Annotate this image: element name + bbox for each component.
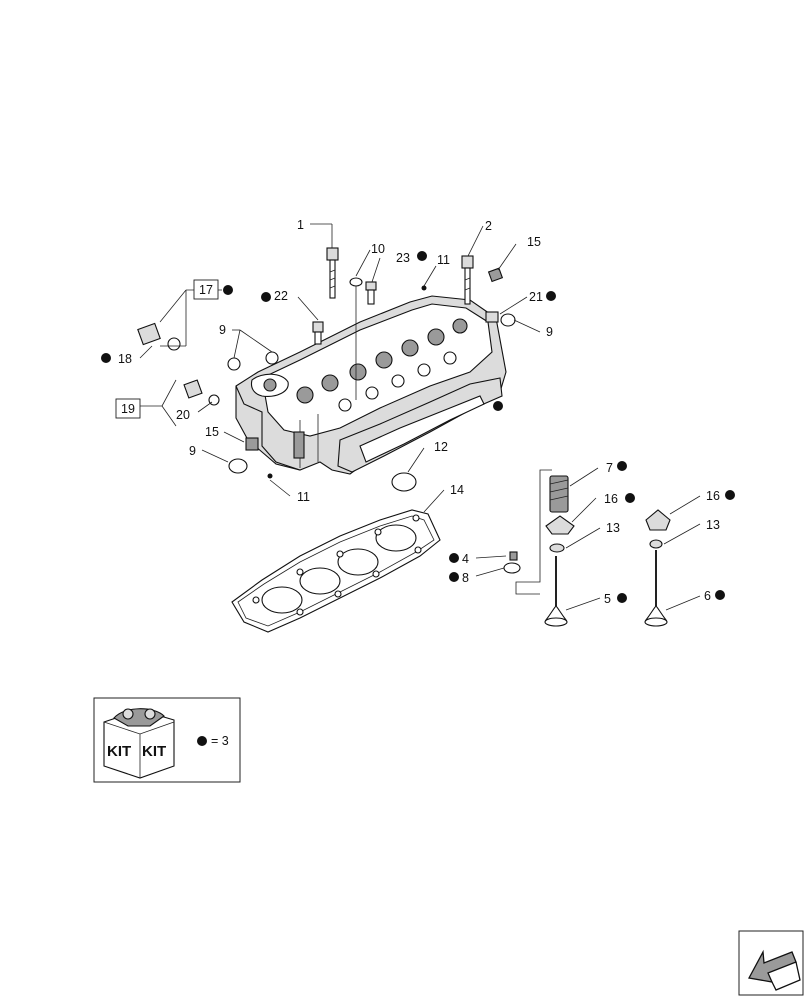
kit-marker-icon — [715, 590, 725, 600]
kit-marker-icon — [223, 285, 233, 295]
plug-9-bottom — [228, 458, 248, 474]
plug-9-left-a — [227, 357, 241, 371]
kit-marker-icon — [449, 572, 459, 582]
plug-15-top — [487, 267, 504, 283]
callout-16-right: 16 — [706, 489, 720, 503]
kit-legend: KIT KIT = 3 — [93, 697, 241, 783]
callout-18: 18 — [118, 352, 132, 366]
dowel-11-bottom — [267, 473, 273, 479]
callout-16-left: 16 — [604, 492, 618, 506]
kit-marker-icon — [417, 251, 427, 261]
callout-11-bottom: 11 — [297, 490, 310, 504]
head-gasket — [231, 509, 441, 633]
callout-8: 8 — [462, 571, 469, 585]
keeper-13-left — [549, 543, 565, 553]
callout-22: 22 — [274, 289, 288, 303]
sensor-20 — [183, 379, 220, 406]
dowel-11-top — [421, 285, 427, 291]
boxed-callout-19: 19 — [115, 398, 141, 419]
kit-equals-label: = 3 — [211, 734, 229, 748]
seal-4 — [509, 551, 518, 561]
callout-9-left: 9 — [219, 323, 226, 337]
kit-label-right: KIT — [142, 743, 166, 760]
kit-box-icon: KIT KIT — [103, 708, 175, 779]
kit-marker-icon — [261, 292, 271, 302]
plug-21 — [485, 311, 516, 327]
keeper-13-right — [649, 539, 663, 549]
callout-4: 4 — [462, 552, 469, 566]
kit-marker-icon — [725, 490, 735, 500]
callout-11-top: 11 — [437, 253, 450, 267]
valve-spring-7 — [549, 475, 569, 513]
head-bolt-2 — [461, 255, 474, 305]
callout-5: 5 — [604, 592, 611, 606]
washer-10 — [349, 277, 363, 287]
plug-12 — [391, 472, 417, 492]
sensor-18 — [137, 322, 181, 351]
kit-marker-icon — [617, 461, 627, 471]
callout-2: 2 — [485, 219, 492, 233]
plug-9-left-b — [265, 351, 279, 365]
callout-14: 14 — [450, 483, 464, 497]
callout-12: 12 — [434, 440, 448, 454]
kit-label-left: KIT — [107, 743, 131, 760]
kit-marker-icon — [546, 291, 556, 301]
valve-5 — [544, 556, 568, 627]
cylinder-head — [235, 295, 507, 475]
fitting-23 — [365, 281, 377, 305]
callout-21: 21 — [529, 290, 543, 304]
kit-marker-icon — [617, 593, 627, 603]
seat-8 — [503, 562, 521, 574]
callout-15-left: 15 — [205, 425, 219, 439]
callout-13-right: 13 — [706, 518, 720, 532]
plug-15-left — [245, 437, 259, 451]
kit-markers — [101, 251, 735, 603]
retainer-16-right — [645, 509, 671, 531]
callout-labels: 1 2 10 15 23 11 22 21 9 9 18 20 15 9 12 … — [118, 218, 720, 606]
kit-marker-icon — [101, 353, 111, 363]
svg-text:17: 17 — [199, 283, 213, 297]
callout-1: 1 — [297, 218, 304, 232]
callout-23: 23 — [396, 251, 410, 265]
kit-marker-icon — [449, 553, 459, 563]
head-bolt-1 — [326, 247, 339, 299]
kit-marker-icon — [493, 401, 503, 411]
callout-7: 7 — [606, 461, 613, 475]
valve-6 — [644, 550, 668, 627]
svg-text:19: 19 — [121, 402, 135, 416]
callout-15-top: 15 — [527, 235, 541, 249]
back-arrow-icon[interactable] — [738, 930, 804, 996]
callout-20: 20 — [176, 408, 190, 422]
callout-10: 10 — [371, 242, 385, 256]
retainer-16-left — [545, 515, 575, 535]
callout-13-left: 13 — [606, 521, 620, 535]
boxed-callout-17: 17 — [193, 279, 219, 300]
leader-lines — [138, 223, 701, 611]
filled-dot-icon — [197, 736, 207, 746]
fitting-22 — [312, 321, 324, 345]
callout-6: 6 — [704, 589, 711, 603]
callout-9-right: 9 — [546, 325, 553, 339]
kit-marker-icon — [625, 493, 635, 503]
callout-9-bottom: 9 — [189, 444, 196, 458]
